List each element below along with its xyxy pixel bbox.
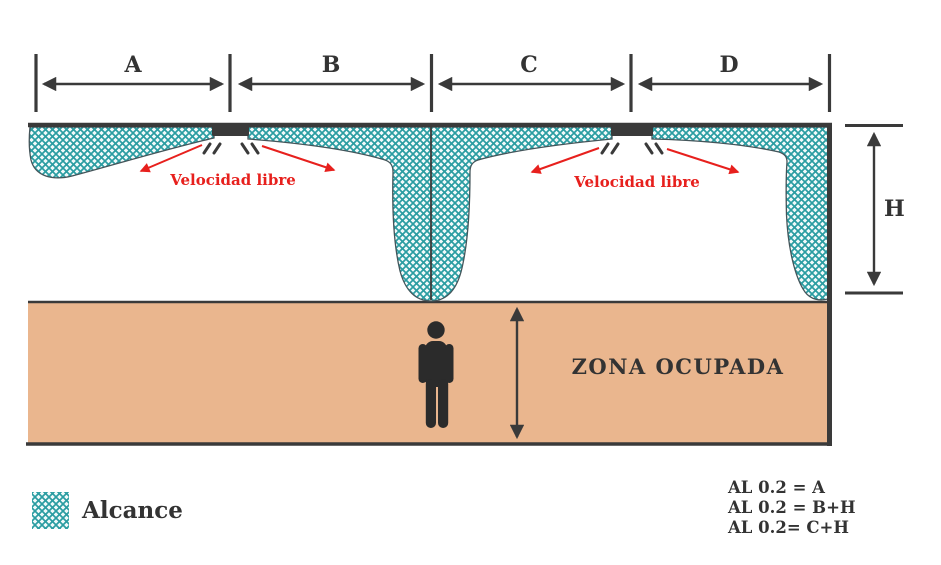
diffuser-2 bbox=[611, 125, 653, 136]
throw-pattern-right bbox=[651, 126, 829, 301]
formula-line-3: AL 0.2= C+H bbox=[728, 518, 849, 537]
dim-label-b: B bbox=[321, 52, 341, 78]
formula-line-1: AL 0.2 = A bbox=[728, 478, 825, 497]
height-dimension bbox=[845, 124, 903, 295]
legend-swatch bbox=[32, 492, 69, 529]
legend-label: Alcance bbox=[82, 497, 183, 524]
dim-label-h: H bbox=[884, 196, 905, 222]
diffuser-1 bbox=[212, 125, 249, 136]
free-velocity-arrow-left-2 bbox=[530, 147, 600, 174]
throw-pattern-middle bbox=[247, 126, 613, 302]
dim-label-d: D bbox=[719, 52, 739, 78]
formula-line-2: AL 0.2 = B+H bbox=[728, 498, 856, 517]
free-velocity-arrow-right-2 bbox=[666, 148, 740, 175]
dimension-ticks bbox=[34, 54, 832, 112]
dim-label-a: A bbox=[124, 52, 142, 78]
occupied-zone-label: ZONA OCUPADA bbox=[571, 354, 785, 379]
person-icon bbox=[418, 321, 454, 428]
free-velocity-label-2: Velocidad libre bbox=[574, 173, 700, 191]
free-velocity-arrow-right-1 bbox=[261, 145, 336, 173]
dim-label-c: C bbox=[520, 52, 538, 78]
air-jet-marks bbox=[202, 142, 664, 155]
free-velocity-label-1: Velocidad libre bbox=[170, 171, 296, 189]
free-velocity-arrow-left-1 bbox=[139, 144, 203, 173]
throw-pattern-left bbox=[28, 126, 215, 179]
formula-block: AL 0.2 = A AL 0.2 = B+H AL 0.2= C+H bbox=[728, 478, 856, 538]
